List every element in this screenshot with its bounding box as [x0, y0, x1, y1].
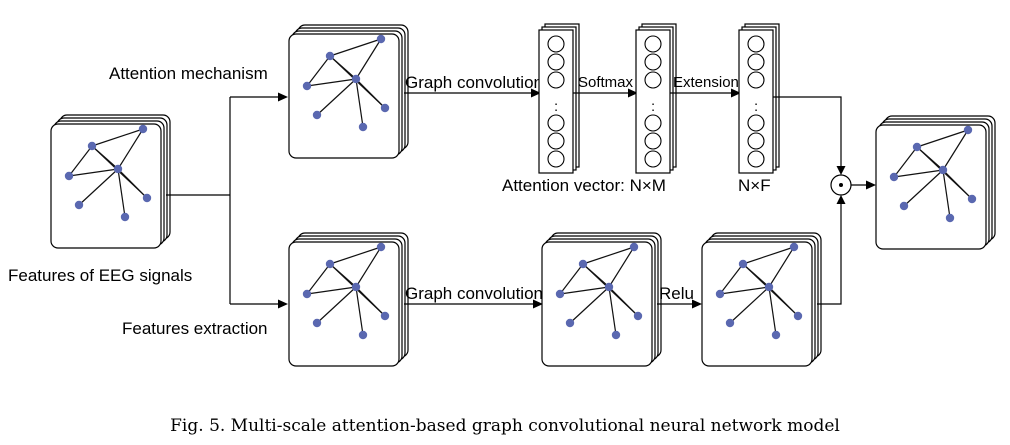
relu-output-graph-stack	[701, 232, 822, 367]
attention-vector-stack	[538, 23, 580, 174]
attention-mechanism-label: Attention mechanism	[109, 64, 268, 83]
input-label: Features of EEG signals	[8, 266, 192, 285]
elementwise-product-operator	[830, 174, 852, 196]
arrow-to-output	[866, 180, 876, 190]
extended-vector-stack	[738, 23, 780, 174]
attention-to-dot-wire	[773, 96, 842, 171]
extension-label: Extension	[673, 74, 739, 91]
arrow-extension	[731, 88, 741, 98]
arrow-to-attention-vector	[531, 88, 541, 98]
arrow-to-conv-output	[533, 299, 543, 309]
input-graph-stack	[50, 114, 171, 249]
features-extraction-label: Features extraction	[122, 319, 268, 338]
arrow-attention-to-dot	[836, 166, 846, 175]
arrow-relu	[692, 299, 702, 309]
attention-graph-stack	[288, 24, 409, 159]
arrow-to-features	[278, 299, 288, 309]
features-to-dot-wire	[817, 199, 842, 305]
softmax-vector-stack	[635, 23, 677, 174]
figure-caption: Fig. 5. Multi-scale attention-based grap…	[170, 416, 840, 436]
output-graph-stack	[875, 115, 996, 250]
attention-vector-label: Attention vector: N×M	[502, 176, 666, 195]
conv-output-graph-stack	[541, 232, 662, 367]
arrow-features-to-dot	[836, 195, 846, 204]
nxf-label: N×F	[738, 176, 771, 195]
arrow-softmax	[628, 88, 638, 98]
graph-convolution-bottom-label: Graph convolution	[405, 284, 543, 303]
features-graph-stack	[288, 232, 409, 367]
relu-label: Relu	[659, 284, 694, 303]
softmax-label: Softmax	[578, 74, 634, 91]
arrow-to-attention	[278, 92, 288, 102]
graph-convolution-top-label: Graph convolution	[405, 73, 543, 92]
